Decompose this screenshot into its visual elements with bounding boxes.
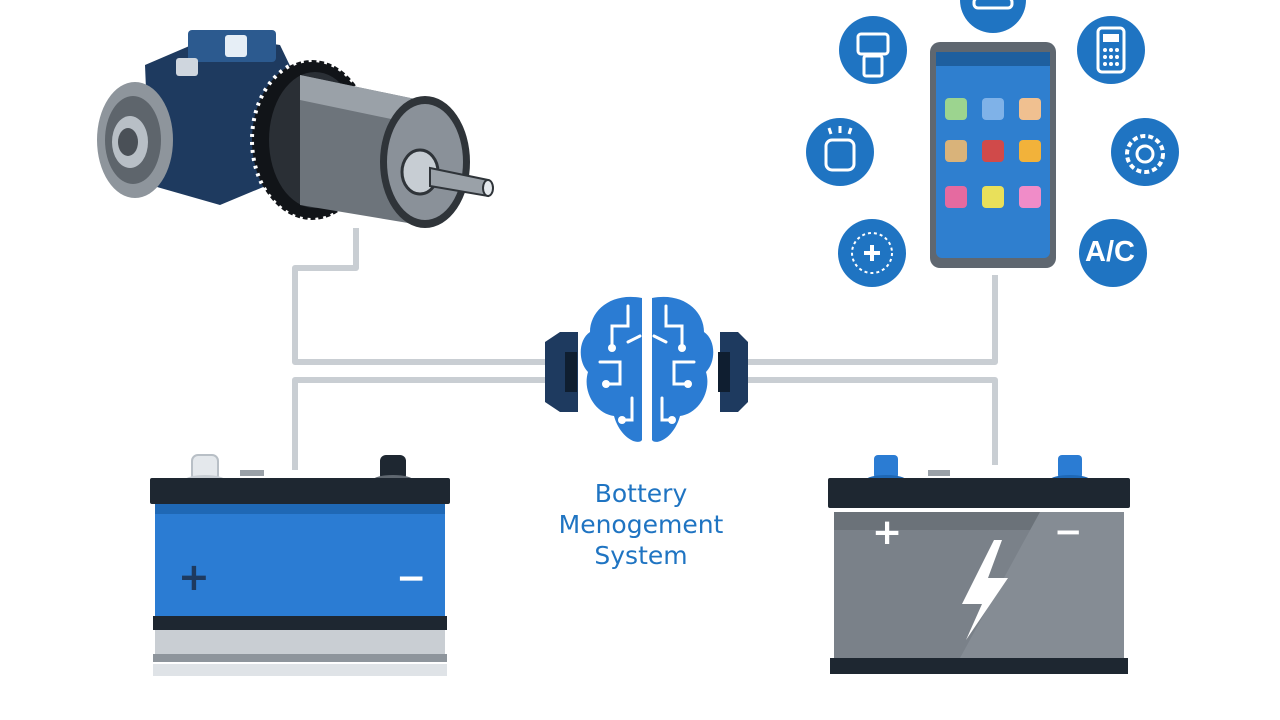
right-battery-minus: − bbox=[1054, 512, 1083, 552]
bms-label-line2: Menogement bbox=[558, 510, 724, 539]
left-battery-plus: + bbox=[178, 555, 210, 599]
accessory-icons bbox=[806, 0, 1179, 287]
battery-right-icon bbox=[828, 455, 1130, 674]
car-icon bbox=[960, 0, 1026, 33]
bms-brain-icon bbox=[545, 296, 748, 442]
battery-left-icon bbox=[150, 454, 450, 676]
app-grid bbox=[945, 98, 1041, 208]
wire-phone-to-bms bbox=[748, 275, 998, 365]
right-battery-plus: + bbox=[872, 512, 903, 553]
bms-label-line3: System bbox=[594, 541, 688, 570]
seat-icon bbox=[839, 16, 907, 84]
wires bbox=[292, 228, 998, 470]
motor-icon bbox=[97, 30, 494, 228]
bms-label-line1: Bottery bbox=[594, 479, 688, 508]
fan-icon bbox=[838, 219, 906, 287]
left-battery-minus: − bbox=[396, 558, 427, 599]
lightning-bolt-icon bbox=[962, 540, 1008, 640]
wire-battery-right-to-bms bbox=[748, 377, 998, 465]
smartphone-icon bbox=[930, 42, 1056, 268]
ac-icon bbox=[1079, 219, 1147, 287]
calculator-icon bbox=[1077, 16, 1145, 84]
tire-icon bbox=[1111, 118, 1179, 186]
bms-label: Bottery Menogement System bbox=[520, 478, 762, 571]
headlight-icon bbox=[806, 118, 874, 186]
ac-label: A/C bbox=[1085, 236, 1135, 268]
wire-battery-left-to-bms bbox=[292, 377, 548, 470]
wire-motor-to-bms bbox=[292, 228, 548, 365]
